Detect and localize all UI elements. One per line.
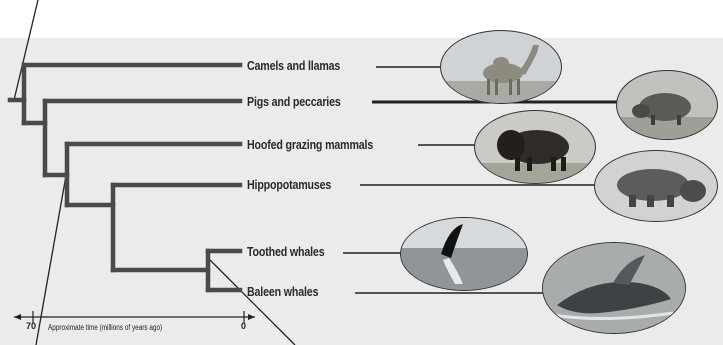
hippo-photo [594,150,718,222]
bison-photo [474,110,596,184]
axis-end-label: 0 [241,321,246,331]
taxon-label-toothed: Toothed whales [247,244,324,259]
humpback-whale-photo [542,242,686,334]
pig-photo [616,70,718,140]
orca-photo [400,217,528,291]
pointer-line-whales [208,258,295,345]
camel-photo [440,30,562,104]
axis-label: Approximate time (millions of years ago) [48,323,162,332]
taxon-label-baleen: Baleen whales [247,284,318,299]
taxon-label-camels: Camels and llamas [247,58,340,73]
pointer-line-bottom [36,170,67,345]
taxon-label-pigs: Pigs and peccaries [247,94,341,109]
taxon-label-hoofed: Hoofed grazing mammals [247,137,373,152]
time-axis [14,311,255,323]
axis-start-label: 70 [26,321,36,331]
taxon-label-hippos: Hippopotamuses [247,177,331,192]
